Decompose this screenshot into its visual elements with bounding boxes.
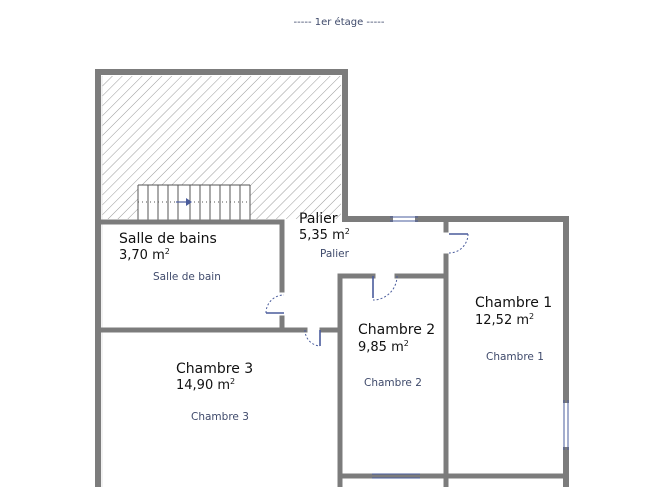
room-tag: Chambre 2 bbox=[364, 377, 422, 389]
door-bathroom bbox=[265, 294, 285, 314]
room-tag: Palier bbox=[320, 248, 350, 260]
door-chambre-2 bbox=[372, 275, 398, 301]
door-chambre-1 bbox=[448, 233, 469, 254]
room-name: Palier bbox=[299, 211, 338, 227]
room-area: 3,70 m2 bbox=[119, 247, 170, 263]
room-tag: Chambre 3 bbox=[191, 411, 249, 423]
staircase bbox=[137, 184, 251, 220]
room-tag: Chambre 1 bbox=[486, 351, 544, 363]
walls bbox=[95, 69, 569, 487]
room-name: Salle de bains bbox=[119, 231, 217, 247]
doors bbox=[265, 233, 469, 347]
room-name: Chambre 3 bbox=[176, 361, 253, 377]
room-tag: Salle de bain bbox=[153, 271, 221, 283]
room-chambre-3: Chambre 3 14,90 m2 Chambre 3 bbox=[176, 361, 253, 423]
room-name: Chambre 2 bbox=[358, 322, 435, 338]
room-area: 9,85 m2 bbox=[358, 339, 409, 355]
door-chambre-3 bbox=[304, 329, 321, 347]
room-name: Chambre 1 bbox=[475, 295, 552, 311]
floor-label: ----- 1er étage ----- bbox=[294, 16, 385, 28]
room-chambre-2: Chambre 2 9,85 m2 Chambre 2 bbox=[358, 322, 435, 389]
room-area: 12,52 m2 bbox=[475, 312, 534, 328]
room-palier: Palier 5,35 m2 Palier bbox=[299, 211, 350, 260]
windows bbox=[372, 216, 569, 479]
room-area: 14,90 m2 bbox=[176, 377, 235, 393]
room-chambre-1: Chambre 1 12,52 m2 Chambre 1 bbox=[475, 295, 552, 363]
room-salle-de-bains: Salle de bains 3,70 m2 Salle de bain bbox=[119, 231, 221, 283]
stair-arrow-icon bbox=[186, 198, 192, 206]
room-area: 5,35 m2 bbox=[299, 227, 350, 243]
